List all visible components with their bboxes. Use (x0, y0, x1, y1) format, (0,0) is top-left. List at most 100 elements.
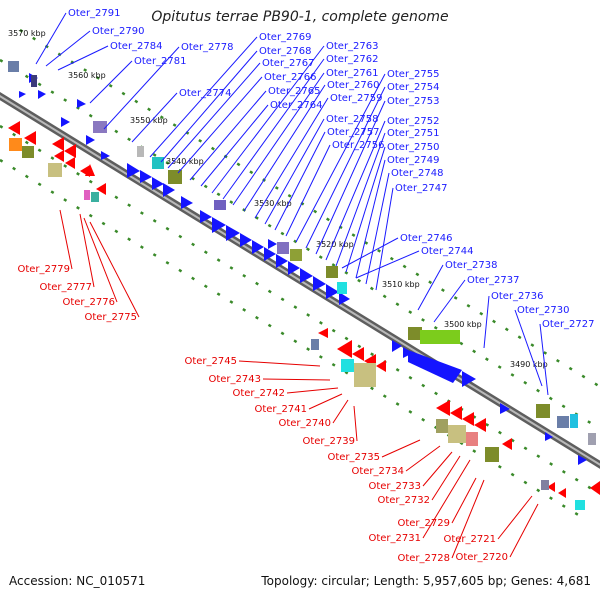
gene-labels: Oter_2791Oter_2790Oter_2784Oter_2781Oter… (17, 8, 594, 564)
forward-gene-arrow (200, 210, 212, 223)
gene-label: Oter_2747 (395, 183, 448, 194)
label-leader-line (285, 144, 331, 237)
forward-gene-arrow (545, 432, 553, 441)
forward-gene-arrow (252, 240, 264, 254)
gene-label: Oter_2760 (327, 80, 380, 91)
tick-ring (19, 28, 600, 389)
label-leader-line (417, 264, 444, 311)
tick-ring (0, 158, 581, 518)
label-leader-line (211, 45, 325, 194)
gene-label: Oter_2759 (330, 93, 383, 104)
gene-label: Oter_2790 (92, 26, 145, 37)
label-leader-line (355, 250, 420, 279)
forward-gene-arrow (226, 225, 240, 241)
gene-label: Oter_2756 (332, 140, 385, 151)
forward-gene-arrow (339, 292, 350, 305)
forward-gene-arrow (152, 177, 164, 190)
figure-title: Opitutus terrae PB90-1, complete genome (151, 9, 449, 25)
label-leader-line (177, 76, 263, 174)
label-leader-line (335, 132, 386, 267)
gene-label: Oter_2729 (397, 518, 450, 529)
label-leader-line (264, 118, 325, 225)
gene-label: Oter_2752 (387, 116, 440, 127)
gene-label: Oter_2730 (517, 305, 570, 316)
gene-label: Oter_2748 (391, 168, 444, 179)
label-leader-line (483, 295, 490, 349)
forward-gene-arrow (127, 163, 140, 178)
gene-label: Oter_2763 (326, 41, 379, 52)
gene-label: Oter_2777 (39, 282, 92, 293)
reverse-gene-arrow (85, 164, 95, 176)
label-leader-line (103, 46, 180, 130)
gene-label: Oter_2720 (455, 552, 508, 563)
label-leader-line (365, 172, 390, 285)
gene-box-olive (22, 146, 34, 158)
scale-label: 3540 kbp (166, 157, 204, 166)
scale-label: 3530 kbp (254, 199, 292, 208)
reverse-gene-arrow (96, 183, 106, 195)
gene-label: Oter_2762 (326, 54, 379, 65)
label-leader-line (89, 221, 140, 318)
gene-features (8, 61, 600, 510)
forward-gene-arrow (300, 268, 313, 283)
label-leader-line (353, 405, 358, 442)
gene-label: Oter_2733 (368, 481, 421, 492)
label-leader-line (189, 90, 267, 181)
label-leader-line (79, 213, 95, 288)
gene-label: Oter_2755 (387, 69, 440, 80)
gene-label: Oter_2768 (259, 46, 312, 57)
forward-gene-arrow (276, 254, 288, 268)
scale-label: 3570 kbp (8, 29, 46, 38)
forward-gene-arrow (462, 371, 476, 387)
label-leader-line (254, 97, 329, 219)
label-leader-line (422, 451, 453, 487)
gene-box-violet (214, 200, 226, 210)
label-leader-line (433, 279, 466, 323)
label-leader-line (262, 378, 331, 381)
gene-box-teal (91, 192, 99, 202)
forward-gene-arrow (38, 90, 46, 99)
gene-label: Oter_2739 (302, 436, 355, 447)
gene-label: Oter_2735 (327, 452, 380, 463)
label-leader-line (422, 459, 471, 539)
gene-box-orange (9, 138, 22, 151)
gene-label: Oter_2732 (377, 495, 430, 506)
gene-label: Oter_2745 (184, 356, 237, 367)
gene-label: Oter_2781 (134, 56, 187, 67)
reverse-gene-arrow (24, 131, 36, 145)
label-leader-line (332, 399, 349, 424)
scale-label: 3510 kbp (382, 280, 420, 289)
scale-label: 3500 kbp (444, 320, 482, 329)
forward-gene-arrow (264, 247, 276, 261)
gene-label: Oter_2778 (181, 42, 234, 53)
label-leader-line (149, 36, 258, 158)
label-leader-line (57, 45, 109, 71)
forward-gene-arrow (326, 284, 339, 299)
reverse-gene-arrow (8, 121, 20, 135)
genome-backbone (0, 92, 600, 469)
label-leader-line (539, 323, 549, 396)
label-leader-line (308, 393, 343, 410)
forward-gene-arrow (212, 217, 226, 233)
gene-box-grey (588, 433, 596, 445)
label-leader-line (222, 58, 325, 200)
label-leader-line (514, 309, 543, 387)
gene-box-violet (93, 121, 107, 133)
reverse-gene-arrow (52, 137, 64, 151)
gene-box-khaki (354, 363, 376, 387)
reverse-gene-arrow (462, 412, 474, 426)
gene-label: Oter_2750 (387, 142, 440, 153)
label-leader-line (59, 209, 73, 270)
label-leader-line (375, 187, 394, 291)
reverse-gene-arrow (54, 150, 64, 162)
reverse-gene-arrow (474, 418, 486, 432)
reverse-gene-arrow (436, 400, 450, 416)
gene-label: Oter_2746 (400, 233, 453, 244)
reverse-gene-arrow (337, 340, 352, 358)
gene-box-olive (290, 249, 302, 261)
gene-box-cyan (341, 359, 354, 372)
gene-label: Oter_2758 (326, 114, 379, 125)
gene-box-grey (137, 146, 144, 157)
